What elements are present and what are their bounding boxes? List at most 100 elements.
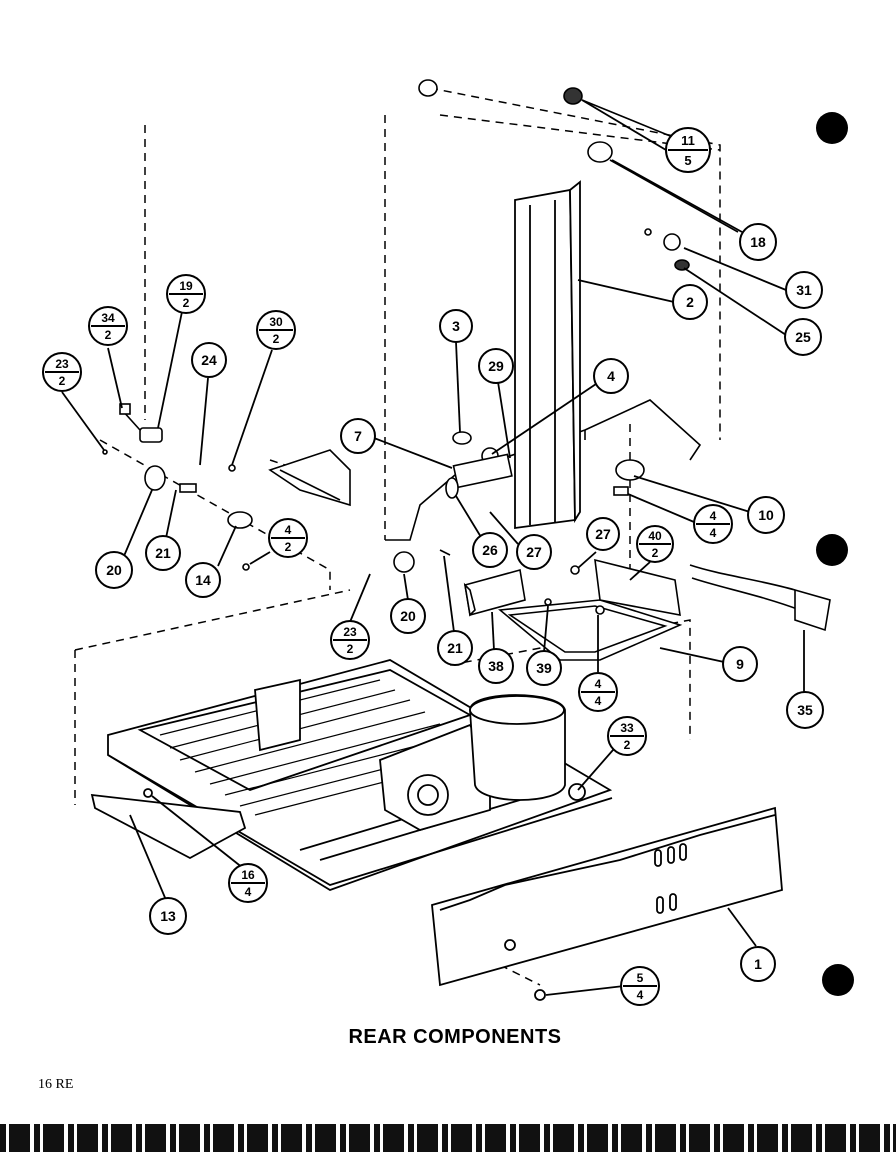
callout-40-2: 40 2: [636, 525, 674, 563]
callout-label: 13: [160, 908, 176, 924]
callout-3: 3: [439, 309, 473, 343]
callout-label: 2: [652, 546, 659, 560]
callout-31: 31: [785, 271, 823, 309]
callout-20-center: 20: [390, 598, 426, 634]
callout-label: 31: [796, 282, 812, 298]
callout-label: 18: [750, 234, 766, 250]
callout-label: 4: [595, 694, 602, 708]
callout-label: 30: [269, 315, 283, 329]
callout-21-left: 21: [145, 535, 181, 571]
callout-label: 1: [754, 956, 762, 972]
callout-label: 9: [736, 656, 744, 672]
callout-9: 9: [722, 646, 758, 682]
bracket-13: [90, 788, 247, 860]
callout-5-4: 5 4: [620, 966, 660, 1006]
center-hardware: [445, 431, 645, 575]
callout-label: 5: [637, 971, 644, 985]
callout-label: 40: [648, 529, 662, 543]
callout-2: 2: [672, 284, 708, 320]
callout-29: 29: [478, 348, 514, 384]
callout-label: 20: [400, 608, 416, 624]
callout-label: 19: [179, 279, 193, 293]
callout-label: 27: [526, 544, 542, 560]
binder-hole-bottom: [822, 964, 854, 996]
top-right-parts: [418, 79, 739, 271]
callout-label: 33: [620, 721, 634, 735]
callout-label: 2: [285, 540, 292, 554]
callout-4-4-lower: 4 4: [578, 672, 618, 712]
callout-27-right: 27: [586, 517, 620, 551]
callout-label: 16: [241, 868, 255, 882]
callout-label: 4: [595, 677, 602, 691]
callout-label: 7: [354, 428, 362, 444]
callout-label: 2: [686, 294, 694, 310]
callout-18: 18: [739, 223, 777, 261]
condenser-fan-bracket: [254, 678, 491, 831]
callout-label: 20: [106, 562, 122, 578]
diagram-title: REAR COMPONENTS: [348, 1026, 562, 1048]
callout-label: 35: [797, 702, 813, 718]
callout-35: 35: [786, 691, 824, 729]
front-panel-1: [431, 806, 783, 1001]
drain-tray: [463, 558, 683, 661]
callout-label: 21: [155, 545, 171, 561]
callout-label: 14: [195, 572, 211, 588]
left-hardware: [102, 403, 451, 573]
callout-label: 23: [343, 625, 357, 639]
power-cord: [689, 564, 831, 632]
callout-label: 4: [607, 368, 615, 384]
callout-label: 4: [285, 523, 292, 537]
callout-label: 24: [201, 352, 217, 368]
callout-label: 2: [347, 642, 354, 656]
callout-4-4-upper: 4 4: [693, 504, 733, 544]
callout-label: 27: [595, 526, 611, 542]
callout-label: 21: [447, 640, 463, 656]
callout-23-2-center: 23 2: [330, 620, 370, 660]
callout-7: 7: [340, 418, 376, 454]
callout-label: 5: [684, 153, 691, 168]
callout-34-2: 34 2: [88, 306, 128, 346]
callout-label: 39: [536, 660, 552, 676]
callout-label: 2: [624, 738, 631, 752]
binder-hole-middle: [816, 534, 848, 566]
callout-label: 4: [710, 526, 717, 540]
callout-label: 2: [59, 374, 66, 388]
page-number-note: 16 RE: [38, 1077, 74, 1092]
callout-39: 39: [526, 650, 562, 686]
callout-label: 4: [245, 885, 252, 899]
vertical-channel: [514, 180, 581, 530]
callout-19-2: 19 2: [166, 274, 206, 314]
callout-21-center: 21: [437, 630, 473, 666]
callout-30-2: 30 2: [256, 310, 296, 350]
callout-23-2-left: 23 2: [42, 352, 82, 392]
callout-label: 2: [273, 332, 280, 346]
callout-10: 10: [747, 496, 785, 534]
callout-26: 26: [472, 532, 508, 568]
callout-label: 38: [488, 658, 504, 674]
callout-11-5: 11 5: [665, 127, 711, 173]
callout-4-2: 4 2: [268, 518, 308, 558]
callout-label: 29: [488, 358, 504, 374]
callout-label: 2: [105, 328, 112, 342]
callout-13: 13: [149, 897, 187, 935]
callout-25: 25: [784, 318, 822, 356]
callout-24: 24: [191, 342, 227, 378]
callout-label: 10: [758, 507, 774, 523]
callout-38: 38: [478, 648, 514, 684]
callout-label: 23: [55, 357, 69, 371]
callout-label: 3: [452, 318, 460, 334]
callout-33-2: 33 2: [607, 716, 647, 756]
callout-20-left: 20: [95, 551, 133, 589]
callout-label: 26: [482, 542, 498, 558]
callout-label: 2: [183, 296, 190, 310]
binder-hole-top: [816, 112, 848, 144]
callout-14: 14: [185, 562, 221, 598]
scan-edge: [0, 1124, 896, 1152]
callout-27-center: 27: [516, 534, 552, 570]
callout-label: 4: [637, 988, 644, 1002]
leader-lines: [61, 99, 805, 996]
callout-label: 25: [795, 329, 811, 345]
callout-label: 4: [710, 509, 717, 523]
callout-label: 34: [101, 311, 115, 325]
